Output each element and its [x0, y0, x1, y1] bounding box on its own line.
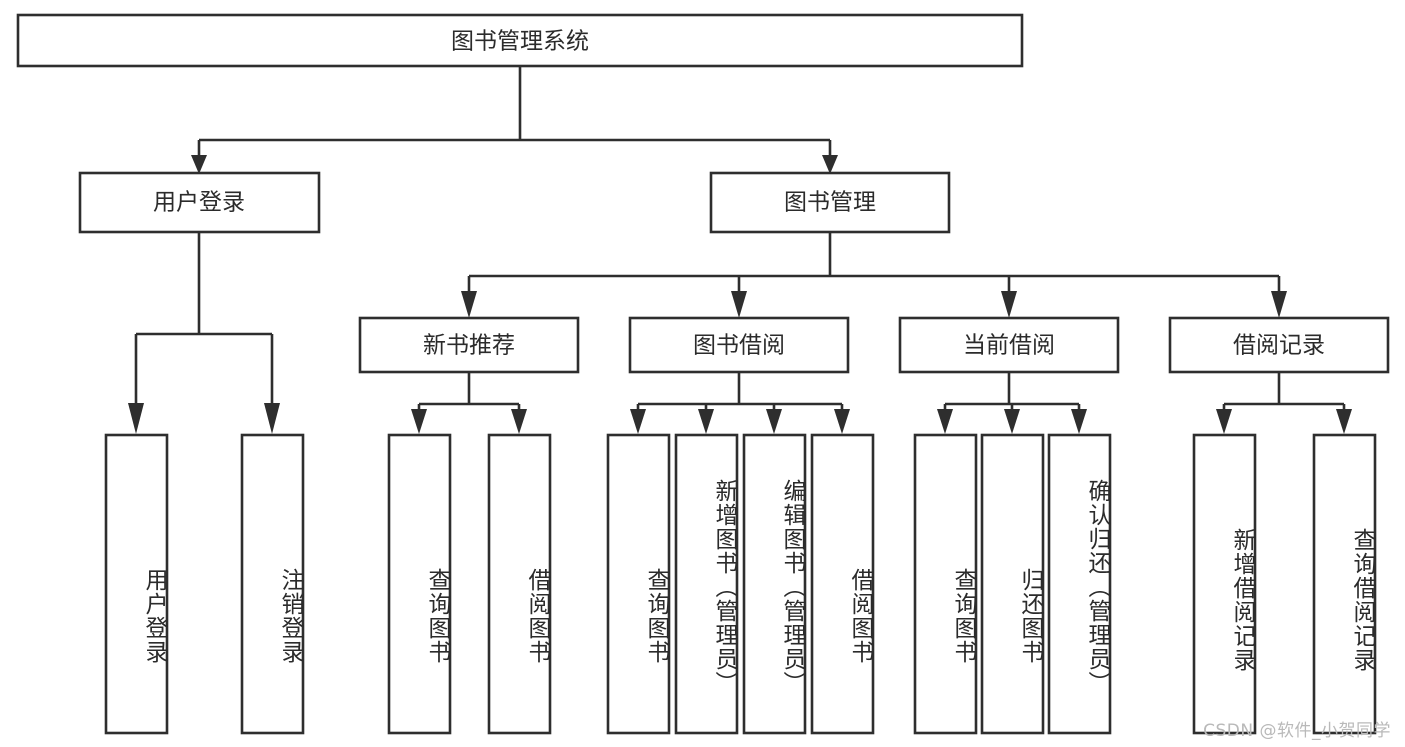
node-box-group: [16, 13, 1390, 735]
arrowhead-leaf-return-book: [1004, 409, 1020, 434]
csdn-watermark: CSDN @软件_小贺同学: [1203, 721, 1391, 741]
arrowhead-leaf-borrow-book-1: [511, 409, 527, 434]
arrowhead-borrow-record: [1271, 291, 1287, 318]
node-box-book-manage[interactable]: [709, 171, 951, 234]
arrowhead-new-book-recommend: [461, 291, 477, 318]
label-book-manage: 图书管理: [784, 190, 876, 216]
node-box-leaf-query-book-1[interactable]: [387, 433, 452, 735]
arrowhead-leaf-confirm-return: [1071, 409, 1087, 434]
arrowhead-leaf-user-login: [128, 403, 144, 434]
node-box-root[interactable]: [16, 13, 1024, 68]
node-box-leaf-edit-book[interactable]: [742, 433, 807, 735]
node-box-book-borrow[interactable]: [628, 316, 850, 374]
arrowhead-userlogin: [191, 155, 207, 174]
node-box-borrow-record[interactable]: [1168, 316, 1390, 374]
node-box-leaf-confirm-return[interactable]: [1047, 433, 1112, 735]
node-box-leaf-query-book-3[interactable]: [913, 433, 978, 735]
node-box-user-login[interactable]: [78, 171, 321, 234]
connector-group: [128, 66, 1352, 434]
arrowhead-leaf-edit-book: [766, 409, 782, 434]
arrowhead-leaf-user-logout: [264, 403, 280, 434]
label-borrow-record: 借阅记录: [1233, 333, 1325, 359]
arrowhead-leaf-add-record: [1216, 409, 1232, 434]
node-box-leaf-return-book[interactable]: [980, 433, 1045, 735]
node-box-leaf-borrow-book-1[interactable]: [487, 433, 552, 735]
arrowhead-leaf-query-record: [1336, 409, 1352, 434]
node-box-leaf-add-record[interactable]: [1192, 433, 1257, 735]
node-box-new-book-recommend[interactable]: [358, 316, 580, 374]
horizontal-label-group: 图书管理系统 用户登录 图书管理 新书推荐 图书借阅 当前借阅 借阅记录: [153, 29, 1325, 359]
arrowhead-leaf-query-book-2: [630, 409, 646, 434]
label-user-login: 用户登录: [153, 190, 245, 216]
node-box-leaf-borrow-book-2[interactable]: [810, 433, 875, 735]
node-box-leaf-query-record[interactable]: [1312, 433, 1377, 735]
arrowhead-leaf-add-book: [698, 409, 714, 434]
node-box-leaf-user-login[interactable]: [104, 433, 169, 735]
arrowhead-book-borrow: [731, 291, 747, 318]
node-box-current-borrow[interactable]: [898, 316, 1120, 374]
node-box-leaf-user-logout[interactable]: [240, 433, 305, 735]
arrowhead-bookmanage: [822, 155, 838, 174]
label-root: 图书管理系统: [451, 29, 589, 55]
label-book-borrow: 图书借阅: [693, 333, 785, 359]
label-new-book-recommend: 新书推荐: [423, 333, 515, 359]
arrowhead-leaf-query-book-3: [937, 409, 953, 434]
arrowhead-current-borrow: [1001, 291, 1017, 318]
node-box-leaf-query-book-2[interactable]: [606, 433, 671, 735]
arrowhead-leaf-borrow-book-2: [834, 409, 850, 434]
arrowhead-leaf-query-book-1: [411, 409, 427, 434]
label-current-borrow: 当前借阅: [963, 333, 1055, 359]
node-box-leaf-add-book[interactable]: [674, 433, 739, 735]
